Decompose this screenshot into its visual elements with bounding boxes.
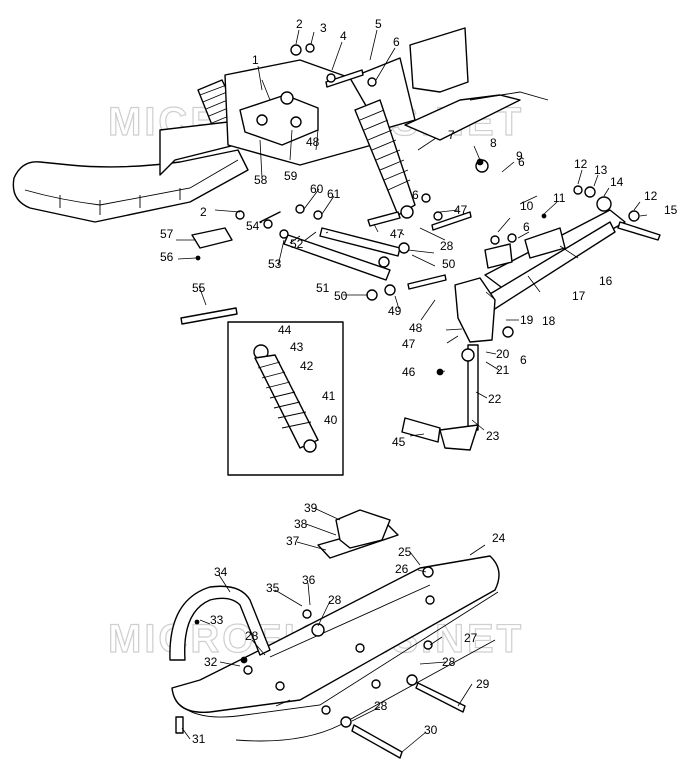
label-21: 21 (496, 363, 510, 377)
label-34: 34 (214, 565, 228, 579)
label-59: 59 (284, 169, 298, 183)
label-47-a: 47 (390, 227, 404, 241)
label-46: 46 (402, 365, 416, 379)
label-13: 13 (594, 163, 608, 177)
spindle (454, 277, 496, 343)
label-12: 12 (574, 157, 588, 171)
label-50-b: 50 (334, 289, 348, 303)
label-25: 25 (398, 545, 412, 559)
right-shock (354, 99, 416, 219)
front-suspension-assembly (12, 27, 661, 451)
label-42: 42 (300, 359, 314, 373)
label-11: 11 (553, 191, 566, 205)
label-12-b: 12 (644, 189, 658, 203)
label-14: 14 (610, 175, 624, 189)
label-22: 22 (488, 392, 502, 406)
label-6-d: 6 (523, 220, 530, 234)
label-6: 6 (393, 35, 400, 49)
label-28-d: 28 (374, 699, 388, 713)
label-27: 27 (464, 631, 478, 645)
background-ski (12, 149, 249, 223)
label-31: 31 (192, 732, 206, 746)
label-58: 58 (254, 173, 268, 187)
label-8: 8 (490, 136, 497, 150)
label-57: 57 (160, 227, 174, 241)
label-45: 45 (392, 435, 406, 449)
label-44: 44 (278, 323, 292, 337)
label-35: 35 (266, 581, 280, 595)
label-28-e: 28 (440, 239, 454, 253)
leader-lines (176, 29, 648, 753)
label-10: 10 (520, 199, 534, 213)
label-32: 32 (204, 655, 218, 669)
label-30: 30 (424, 723, 438, 737)
label-52: 52 (290, 237, 304, 251)
label-51: 51 (316, 281, 330, 295)
label-15: 15 (664, 203, 678, 217)
label-47-c: 47 (402, 337, 416, 351)
ski-assembly (169, 509, 500, 759)
label-53: 53 (268, 257, 282, 271)
shock-inset (227, 321, 344, 476)
part-labels: 1 2 3 4 5 6 7 8 9 10 11 12 13 14 15 16 1… (160, 17, 678, 746)
label-18: 18 (542, 314, 556, 328)
label-5: 5 (375, 17, 382, 31)
label-2: 2 (296, 17, 303, 31)
label-61: 61 (327, 187, 341, 201)
label-7: 7 (448, 128, 455, 142)
label-28-a: 28 (328, 593, 342, 607)
label-39: 39 (304, 501, 318, 515)
label-48-a: 48 (306, 135, 320, 149)
label-48-b: 48 (409, 321, 423, 335)
label-47-b: 47 (454, 203, 468, 217)
label-2-b: 2 (200, 205, 207, 219)
label-6-e: 6 (520, 353, 527, 367)
label-1: 1 (252, 53, 259, 67)
label-43: 43 (290, 340, 304, 354)
label-55: 55 (192, 281, 206, 295)
label-17: 17 (572, 289, 586, 303)
label-33: 33 (210, 613, 224, 627)
label-19: 19 (520, 313, 534, 327)
label-29: 29 (476, 677, 490, 691)
ski-loop (169, 585, 271, 661)
label-20: 20 (496, 347, 510, 361)
label-38: 38 (294, 517, 308, 531)
label-28-b: 28 (245, 629, 259, 643)
label-28-c: 28 (442, 655, 456, 669)
label-6-c: 6 (412, 188, 419, 202)
label-16: 16 (599, 274, 613, 288)
radius-rod-lower (283, 234, 391, 281)
label-4: 4 (340, 29, 347, 43)
label-40: 40 (324, 413, 338, 427)
label-60: 60 (310, 182, 324, 196)
ski-skag (235, 639, 496, 742)
label-50-a: 50 (442, 257, 456, 271)
label-49: 49 (388, 304, 402, 318)
label-36: 36 (302, 573, 316, 587)
label-37: 37 (286, 534, 300, 548)
label-6-b: 6 (518, 155, 525, 169)
label-26: 26 (395, 562, 409, 576)
label-3: 3 (320, 21, 327, 35)
label-9: 9 (516, 149, 523, 163)
label-23: 23 (486, 429, 500, 443)
label-54: 54 (246, 219, 260, 233)
radius-rod-upper (319, 227, 401, 257)
label-56: 56 (160, 250, 174, 264)
label-41: 41 (322, 389, 336, 403)
label-24: 24 (492, 531, 506, 545)
